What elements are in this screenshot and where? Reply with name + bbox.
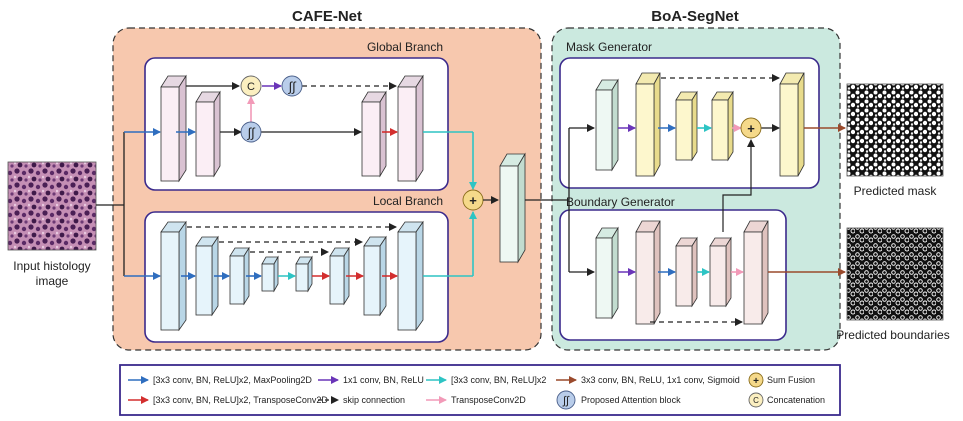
boundary-block-2 (635, 220, 661, 325)
sum-node-glyph-mask: + (747, 121, 755, 136)
input-label-line1: Input histology (13, 259, 90, 273)
mask-block-3 (675, 90, 698, 162)
local-block-3 (229, 246, 250, 306)
legend-label-6: 3x3 conv, BN, ReLU, 1x1 conv, Sigmoid (581, 375, 740, 385)
boundary-block-4 (709, 236, 732, 308)
legend-box (119, 364, 841, 416)
legend-sum-icon: + (748, 372, 764, 388)
legend-label-8: Sum Fusion (767, 375, 815, 385)
fused-to-boa-connector (525, 128, 570, 272)
sum-node-glyph-cafe: + (469, 193, 477, 208)
mask-block-1 (595, 78, 619, 172)
mask-block-2 (635, 72, 661, 177)
predicted-mask-label: Predicted mask (854, 184, 938, 198)
legend-label-4: [3x3 conv, BN, ReLU]x2 (451, 375, 546, 385)
global-block-4 (397, 74, 424, 183)
global-block-3 (361, 90, 387, 178)
boundary-to-mask-sum-connector (722, 139, 755, 232)
boundary-block-5 (743, 220, 769, 325)
legend-label-3: skip connection (343, 395, 405, 405)
input-split-connector (96, 132, 125, 276)
legend-concat-icon: C (748, 392, 764, 408)
cafe-net-title: CAFE-Net (292, 8, 362, 25)
boundary-generator-label: Boundary Generator (566, 195, 675, 209)
sum-fusion-node-cafe: + (462, 189, 484, 211)
legend-label-0: [3x3 conv, BN, ReLU]x2, MaxPooling2D (153, 375, 312, 385)
concat-node-glyph: C (247, 81, 255, 93)
legend-label-7: Proposed Attention block (581, 395, 681, 405)
legend-label-9: Concatenation (767, 395, 825, 405)
mask-block-5 (779, 72, 805, 177)
global-block-2 (195, 90, 221, 178)
boundary-block-3 (675, 236, 698, 308)
local-block-8 (397, 220, 424, 332)
mask-block-4 (711, 90, 734, 162)
input-histology-image (7, 161, 97, 251)
legend-attention-icon: ∫∫ (556, 390, 576, 410)
concat-node: C (240, 75, 262, 97)
fused-feature-block (499, 152, 526, 264)
global-block-1 (160, 74, 187, 183)
mask-generator-label: Mask Generator (566, 40, 652, 54)
local-skip-connections (187, 223, 397, 256)
svg-text:∫∫: ∫∫ (287, 79, 297, 94)
legend-concat-glyph: C (753, 396, 759, 405)
boa-segnet-title: BoA-SegNet (651, 8, 739, 25)
attention-block-icon-mid: ∫∫ (240, 121, 262, 143)
predicted-mask-image (846, 83, 944, 177)
sum-fusion-node-mask: + (740, 117, 762, 139)
local-branch-label: Local Branch (373, 194, 443, 208)
legend-label-1: [3x3 conv, BN, ReLU]x2, TransposeConv2D (153, 395, 328, 405)
svg-text:∫∫: ∫∫ (246, 125, 256, 140)
predicted-boundaries-image (846, 227, 944, 321)
local-block-5 (295, 255, 313, 293)
legend-sum-glyph: + (753, 376, 759, 387)
attention-block-icon-top: ∫∫ (281, 75, 303, 97)
predicted-boundaries-label: Predicted boundaries (836, 328, 949, 342)
legend-label-5: TransposeConv2D (451, 395, 526, 405)
legend-label-2: 1x1 conv, BN, ReLU (343, 375, 424, 385)
local-block-4 (261, 255, 279, 293)
global-branch-label: Global Branch (367, 40, 443, 54)
input-label-line2: image (36, 274, 69, 288)
svg-text:∫∫: ∫∫ (562, 395, 570, 407)
boundary-block-1 (595, 226, 619, 320)
